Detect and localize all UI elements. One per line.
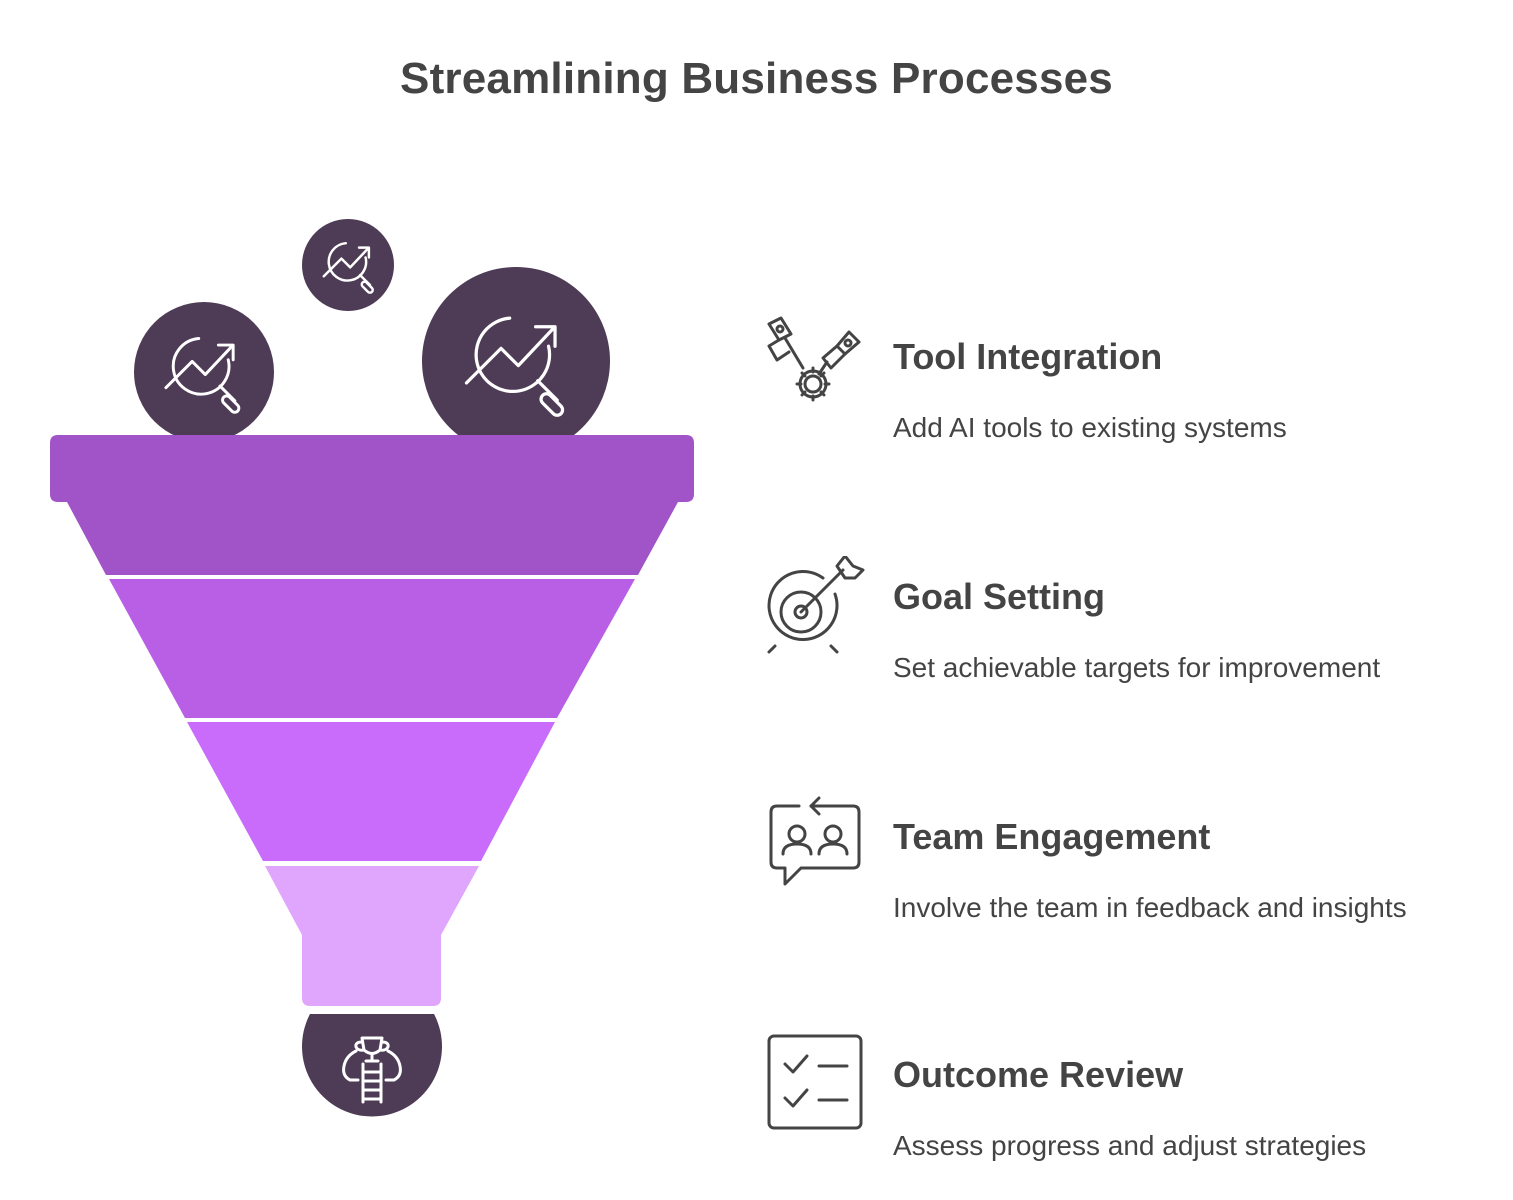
step-description: Assess progress and adjust strategies xyxy=(893,1130,1367,1161)
bottom-circle xyxy=(302,1014,442,1117)
step-team-engagement: Team Engagement Involve the team in feed… xyxy=(765,796,1485,956)
checklist-icon xyxy=(767,1034,863,1130)
target-arrow-icon xyxy=(767,556,865,654)
circle-large xyxy=(422,267,610,455)
growth-search-icon xyxy=(322,241,374,294)
growth-search-icon xyxy=(164,337,241,414)
step-description: Add AI tools to existing systems xyxy=(893,412,1287,443)
step-description: Set achievable targets for improvement xyxy=(893,652,1381,683)
funnel-layer-4 xyxy=(265,866,479,1006)
step-title: Goal Setting xyxy=(893,576,1106,617)
funnel-layer-3 xyxy=(187,722,555,861)
funnel-layer-2 xyxy=(109,579,635,718)
step-goal-setting: Goal Setting Set achievable targets for … xyxy=(765,556,1485,716)
funnel-layer-1 xyxy=(50,435,694,575)
growth-search-icon xyxy=(464,316,565,417)
step-title: Tool Integration xyxy=(893,336,1163,377)
step-title: Team Engagement xyxy=(893,816,1211,857)
step-description: Involve the team in feedback and insight… xyxy=(893,892,1407,923)
step-tool-integration: Tool Integration Add AI tools to existin… xyxy=(765,316,1485,476)
step-title: Outcome Review xyxy=(893,1054,1184,1095)
page-title: Streamlining Business Processes xyxy=(400,54,1113,103)
trophy-ladder-icon xyxy=(342,1036,402,1104)
team-feedback-icon xyxy=(769,796,861,886)
funnel-diagram xyxy=(50,219,694,1117)
step-outcome-review: Outcome Review Assess progress and adjus… xyxy=(765,1034,1485,1194)
circle-medium xyxy=(134,302,274,442)
circle-small xyxy=(302,219,394,311)
tools-gear-icon xyxy=(767,316,861,402)
